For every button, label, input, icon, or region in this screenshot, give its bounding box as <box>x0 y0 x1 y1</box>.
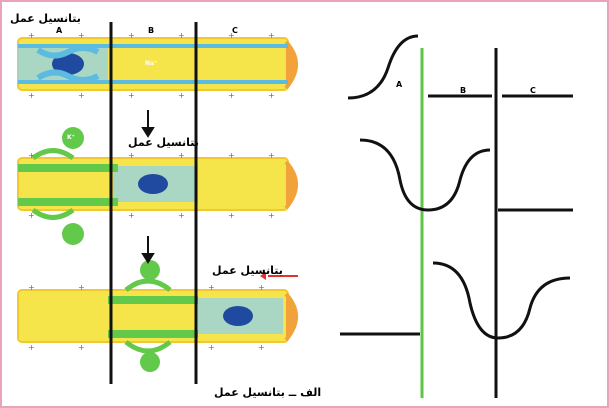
svg-text:+: + <box>28 283 35 292</box>
svg-text:+: + <box>258 343 265 352</box>
trace-row1-a <box>347 34 419 100</box>
svg-text:+: + <box>28 91 35 100</box>
title-right-side: بتانسیل عمل <box>212 264 283 277</box>
svg-text:+: + <box>208 343 215 352</box>
potassium-channel <box>31 148 75 161</box>
figure-panel: + + + + + + + + + + + + + + + + + + + + + + <box>8 8 601 400</box>
svg-text:+: + <box>208 283 215 292</box>
svg-text:+: + <box>268 151 275 160</box>
svg-text:+: + <box>78 91 85 100</box>
svg-text:+: + <box>268 91 275 100</box>
svg-text:+: + <box>178 211 185 220</box>
svg-text:+: + <box>228 31 235 40</box>
membrane-bottom <box>18 80 288 84</box>
potential-graph <box>340 34 573 398</box>
k-ion-label: K⁺ <box>67 134 75 141</box>
segment-label-c: C <box>232 26 238 35</box>
axon-diagram: + + + + + + + + + + + + + + + + + + + + + + <box>17 22 573 398</box>
graph-label-a: A <box>396 80 403 89</box>
svg-text:+: + <box>268 211 275 220</box>
k-ion-bubble <box>62 127 84 149</box>
ion-cluster <box>52 53 84 75</box>
svg-text:+: + <box>128 31 135 40</box>
trace-row2-ab <box>359 138 491 212</box>
charge-markers: + + + + + + + + + + <box>28 151 275 220</box>
svg-text:+: + <box>128 151 135 160</box>
potassium-channel <box>31 207 75 220</box>
sequence-arrows <box>141 110 155 264</box>
membrane-channel <box>36 69 100 83</box>
svg-text:+: + <box>258 283 265 292</box>
figure-caption: الف ــ بتانسیل عمل <box>214 386 322 399</box>
channel-band <box>108 296 198 304</box>
svg-text:+: + <box>178 91 185 100</box>
axon-terminal <box>284 292 298 342</box>
svg-text:+: + <box>228 211 235 220</box>
k-ion-bubble <box>140 260 160 280</box>
svg-text:+: + <box>228 91 235 100</box>
svg-text:+: + <box>28 343 35 352</box>
charge-markers: + + + + + + + + <box>28 283 265 352</box>
membrane-channel <box>36 45 100 59</box>
svg-text:+: + <box>78 283 85 292</box>
svg-text:+: + <box>178 151 185 160</box>
title-middle: بتانسیل عمل <box>128 136 199 149</box>
channel-band <box>18 198 118 206</box>
ion-cluster <box>223 306 253 326</box>
axon-terminal <box>284 40 298 90</box>
channel-band <box>18 164 118 172</box>
potassium-channel <box>124 340 172 354</box>
charge-markers: + + + + + + + + + + + + <box>28 31 275 100</box>
na-ion-label: Na⁺ <box>145 60 158 67</box>
svg-text:+: + <box>28 211 35 220</box>
membrane-top <box>18 44 288 48</box>
svg-text:+: + <box>128 91 135 100</box>
axon-row-2: + + + + + + + + + + <box>17 127 298 245</box>
trace-row3-bc <box>432 261 571 340</box>
graph-label-b: B <box>460 86 467 95</box>
svg-text:+: + <box>28 151 35 160</box>
svg-text:+: + <box>228 151 235 160</box>
svg-text:+: + <box>78 31 85 40</box>
axon-row-1: + + + + + + + + + + + + <box>17 31 298 100</box>
graph-label-c: C <box>530 86 536 95</box>
k-ion-bubble <box>140 352 160 372</box>
svg-text:+: + <box>268 31 275 40</box>
title-top-left: بتانسیل عمل <box>10 12 81 25</box>
ion-cluster <box>138 174 168 194</box>
axon-terminal <box>284 160 298 210</box>
segment-label-a: A <box>56 26 63 35</box>
axon-row-3: + + + + + + + + <box>17 260 298 372</box>
potassium-channel <box>124 278 172 292</box>
svg-text:+: + <box>178 31 185 40</box>
svg-text:+: + <box>28 31 35 40</box>
svg-text:+: + <box>128 211 135 220</box>
k-ion-bubble <box>62 223 84 245</box>
svg-text:+: + <box>78 343 85 352</box>
segment-label-b: B <box>148 26 155 35</box>
channel-band <box>108 330 198 338</box>
red-arrow <box>260 272 298 280</box>
